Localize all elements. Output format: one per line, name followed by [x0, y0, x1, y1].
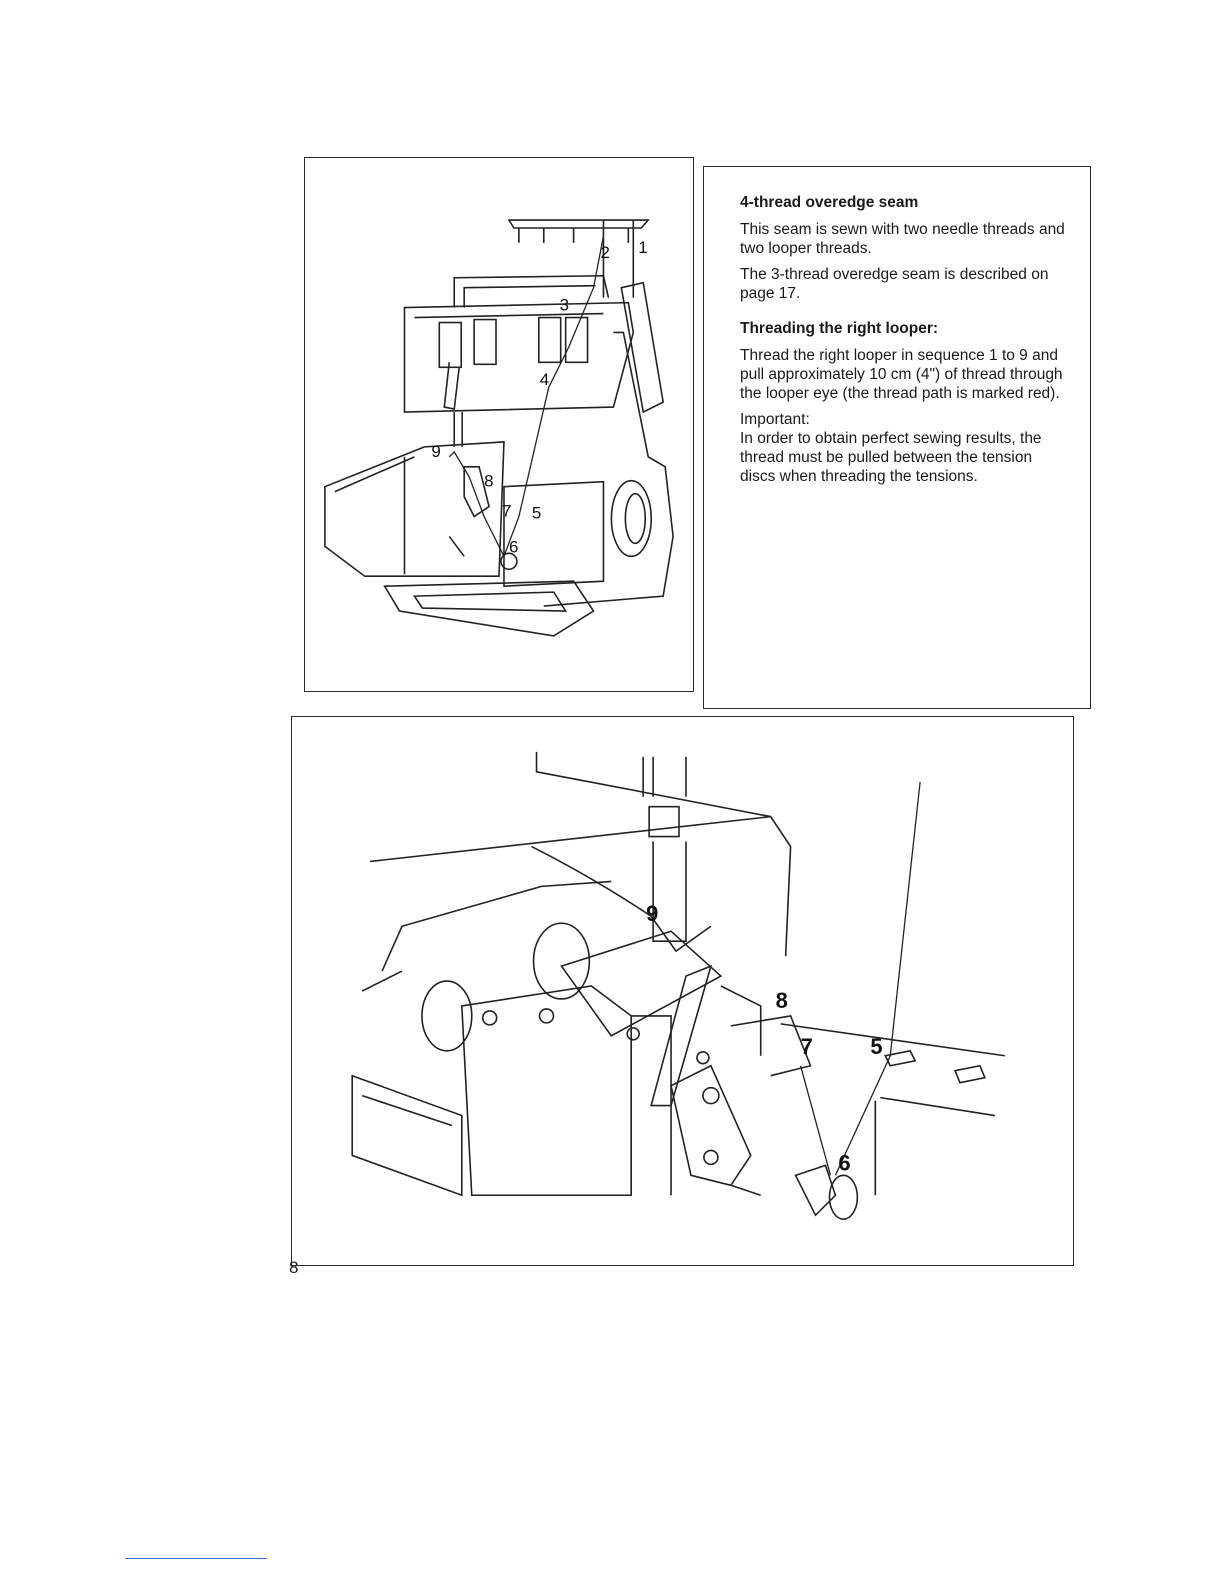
- label-8: 8: [776, 988, 788, 1013]
- looper-detail-illustration: 9 8 7 5 6: [351, 751, 1005, 1220]
- label-4: 4: [540, 370, 549, 389]
- label-9: 9: [431, 442, 440, 461]
- page-number: 8: [289, 1258, 299, 1277]
- label-7: 7: [801, 1034, 813, 1059]
- important-label: Important:: [740, 411, 810, 428]
- section-title: 4-thread overedge seam: [740, 194, 919, 211]
- paragraph-seam-description: This seam is sewn with two needle thread…: [740, 221, 1065, 257]
- label-5: 5: [870, 1034, 882, 1059]
- overview-illustration-panel: 1 2 3 4 5 6 7 8 9: [304, 157, 694, 692]
- subsection-title: Threading the right looper:: [740, 320, 939, 337]
- label-1: 1: [638, 238, 647, 257]
- label-6: 6: [838, 1150, 850, 1175]
- label-7: 7: [502, 502, 511, 521]
- label-6: 6: [509, 537, 518, 556]
- label-9: 9: [646, 901, 658, 926]
- label-8: 8: [484, 472, 493, 491]
- label-2: 2: [600, 243, 609, 262]
- footer-rule: [125, 1558, 267, 1559]
- paragraph-3-thread-reference: The 3-thread overedge seam is described …: [740, 266, 1049, 302]
- label-3: 3: [560, 296, 569, 315]
- paragraph-important-note: In order to obtain perfect sewing result…: [740, 430, 1042, 485]
- instructions-panel: 4-thread overedge seam This seam is sewn…: [703, 166, 1091, 709]
- paragraph-threading-steps: Thread the right looper in sequence 1 to…: [740, 347, 1063, 402]
- label-5: 5: [532, 504, 541, 523]
- serger-overview-illustration: 1 2 3 4 5 6 7 8 9: [324, 219, 674, 637]
- detail-illustration-panel: 9 8 7 5 6: [291, 716, 1074, 1266]
